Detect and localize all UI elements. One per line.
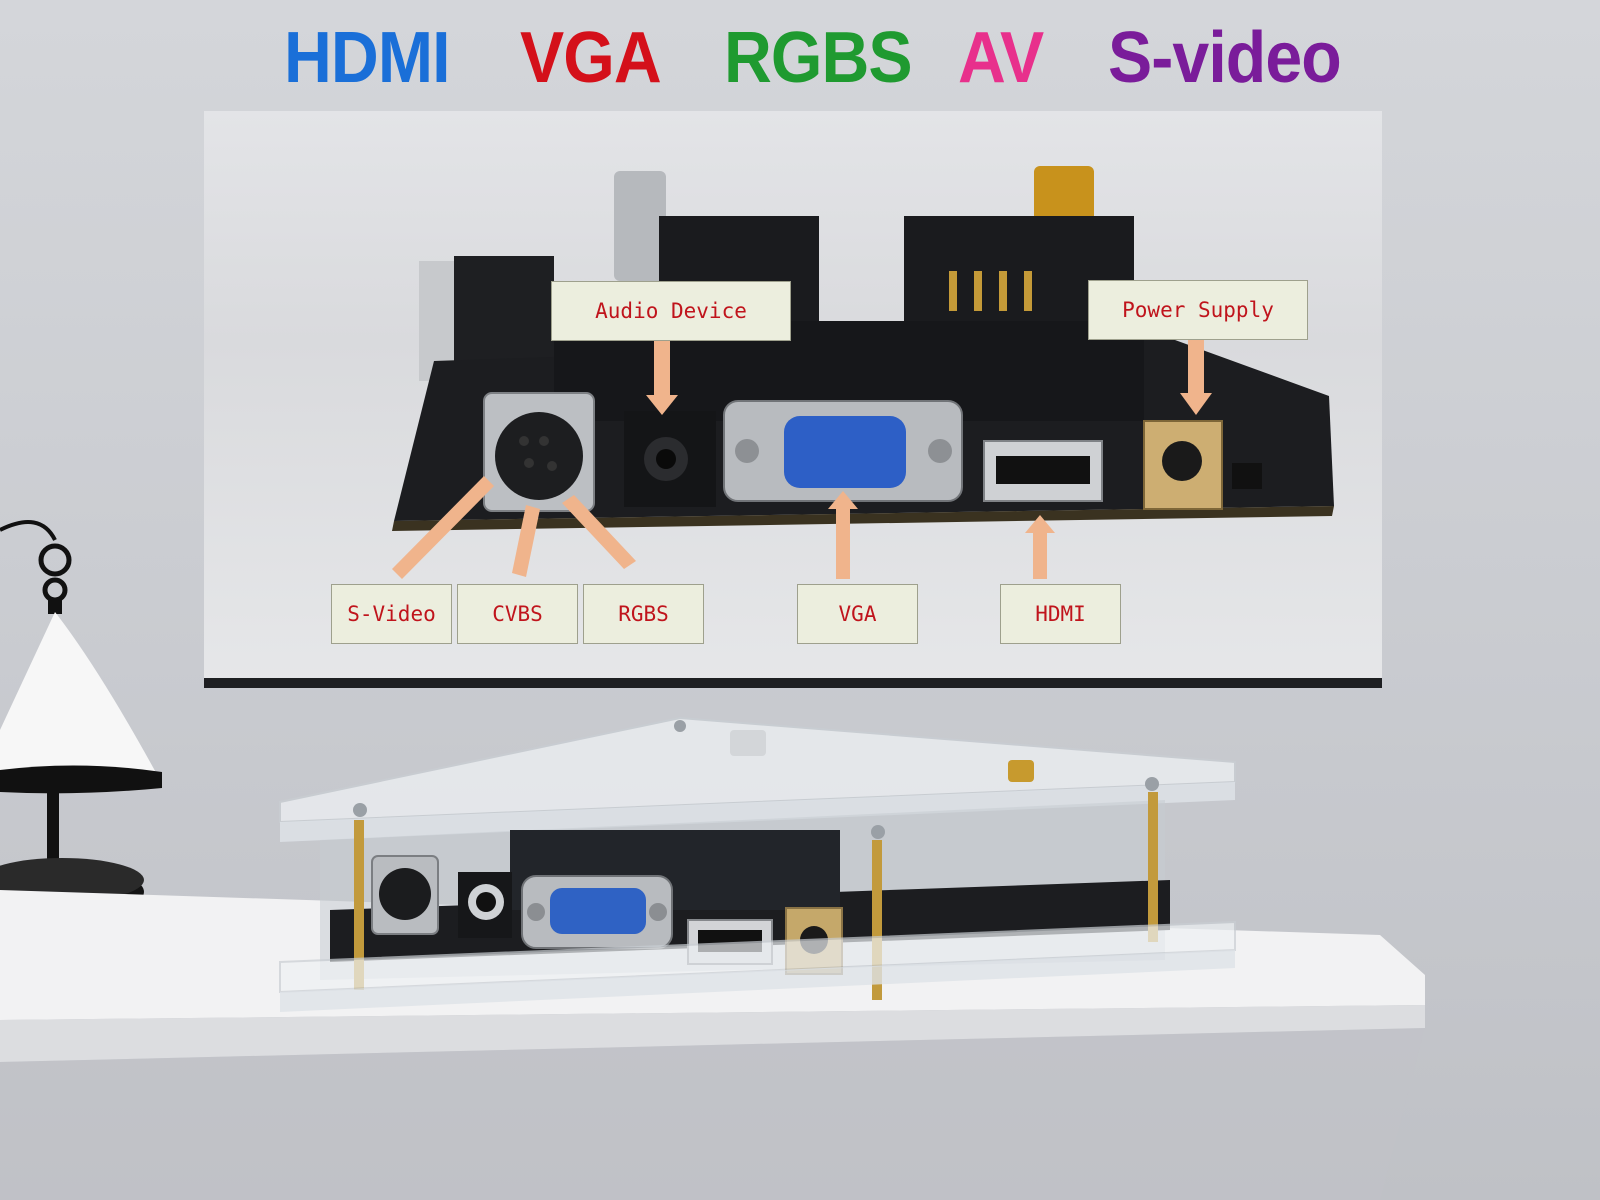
callout-s-video: S-Video: [331, 584, 452, 644]
panel-border: [204, 678, 1382, 688]
callout-cvbs: CVBS: [457, 584, 578, 644]
callout-audio-device: Audio Device: [551, 281, 791, 341]
callout-hdmi: HDMI: [1000, 584, 1121, 644]
heading-av: AV: [958, 18, 1044, 98]
heading-s-video: S-video: [1108, 18, 1342, 98]
callout-vga: VGA: [797, 584, 918, 644]
board-closeup-photo: [392, 166, 1334, 579]
acrylic-case-with-board: [279, 716, 1236, 1012]
heading-hdmi: HDMI: [284, 18, 451, 98]
heading-rgbs: RGBS: [724, 18, 913, 98]
callout-power-supply: Power Supply: [1088, 280, 1308, 340]
heading-vga: VGA: [520, 18, 662, 98]
callout-rgbs: RGBS: [583, 584, 704, 644]
callout-arrows: [392, 335, 1212, 579]
